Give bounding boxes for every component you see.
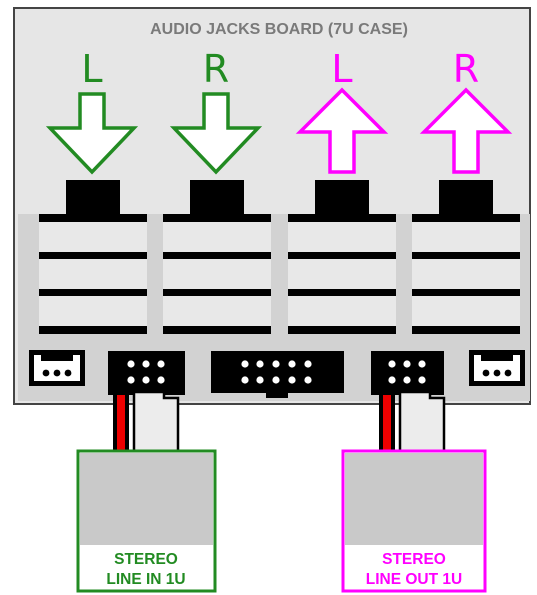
jack-out-right (412, 180, 520, 334)
module-line-in: STEREO LINE IN 1U (76, 449, 217, 593)
channel-label-in-r: R (203, 47, 229, 91)
small-connector-left (29, 350, 85, 386)
pin-header-left (108, 351, 185, 395)
module-line-out-line2: LINE OUT 1U (366, 571, 462, 588)
pin-header-center (211, 351, 344, 398)
board-title: AUDIO JACKS BOARD (7U CASE) (150, 21, 408, 38)
channel-label-in-l: L (81, 47, 102, 91)
cable-right (379, 390, 446, 453)
module-line-out: STEREO LINE OUT 1U (341, 449, 487, 593)
module-line-in-line1: STEREO (114, 551, 178, 568)
channel-label-out-r: R (453, 47, 479, 91)
up-arrow-icon (295, 87, 389, 174)
down-arrow-icon (45, 92, 139, 175)
module-line-out-line1: STEREO (382, 551, 446, 568)
up-arrow-icon (419, 87, 513, 174)
pin-header-right (371, 351, 444, 395)
cable-left (113, 390, 180, 453)
module-line-in-line2: LINE IN 1U (106, 571, 185, 588)
channel-label-out-l: L (331, 47, 352, 91)
down-arrow-icon (169, 92, 263, 175)
jack-in-left (39, 180, 147, 334)
small-connector-right (469, 350, 525, 386)
jack-in-right (163, 180, 271, 334)
jack-out-left (288, 180, 396, 334)
